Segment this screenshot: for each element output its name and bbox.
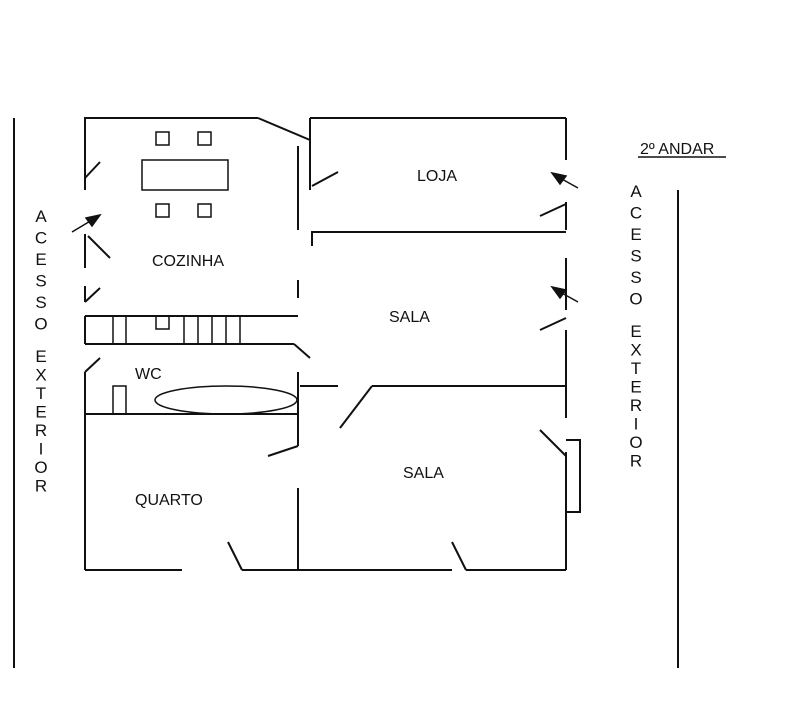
floor-label-group: 2º ANDAR [638, 141, 726, 158]
left-access-arrow-icon [71, 213, 102, 233]
chair [197, 131, 212, 146]
chair [155, 131, 170, 146]
room-label-loja: LOJA [417, 168, 457, 185]
room-label-sala-bottom: SALA [403, 465, 444, 482]
bathtub [154, 385, 298, 415]
right-access-arrow-icon [550, 171, 579, 189]
furniture [112, 131, 298, 415]
chair [197, 203, 212, 218]
room-labels: LOJA COZINHA SALA WC SALA QUARTO [135, 168, 457, 509]
walls [13, 117, 679, 668]
floor-label: 2º ANDAR [640, 141, 714, 158]
room-label-cozinha: COZINHA [152, 253, 224, 270]
toilet [112, 385, 127, 415]
chair [155, 203, 170, 218]
room-label-quarto: QUARTO [135, 492, 203, 509]
cabinet [155, 315, 170, 330]
room-label-wc: WC [135, 366, 162, 383]
right-access-arrow-icon [550, 285, 579, 303]
access-arrows [71, 171, 579, 303]
kitchen-table [141, 159, 229, 191]
room-label-sala-top: SALA [389, 309, 430, 326]
cabinet [112, 315, 127, 345]
